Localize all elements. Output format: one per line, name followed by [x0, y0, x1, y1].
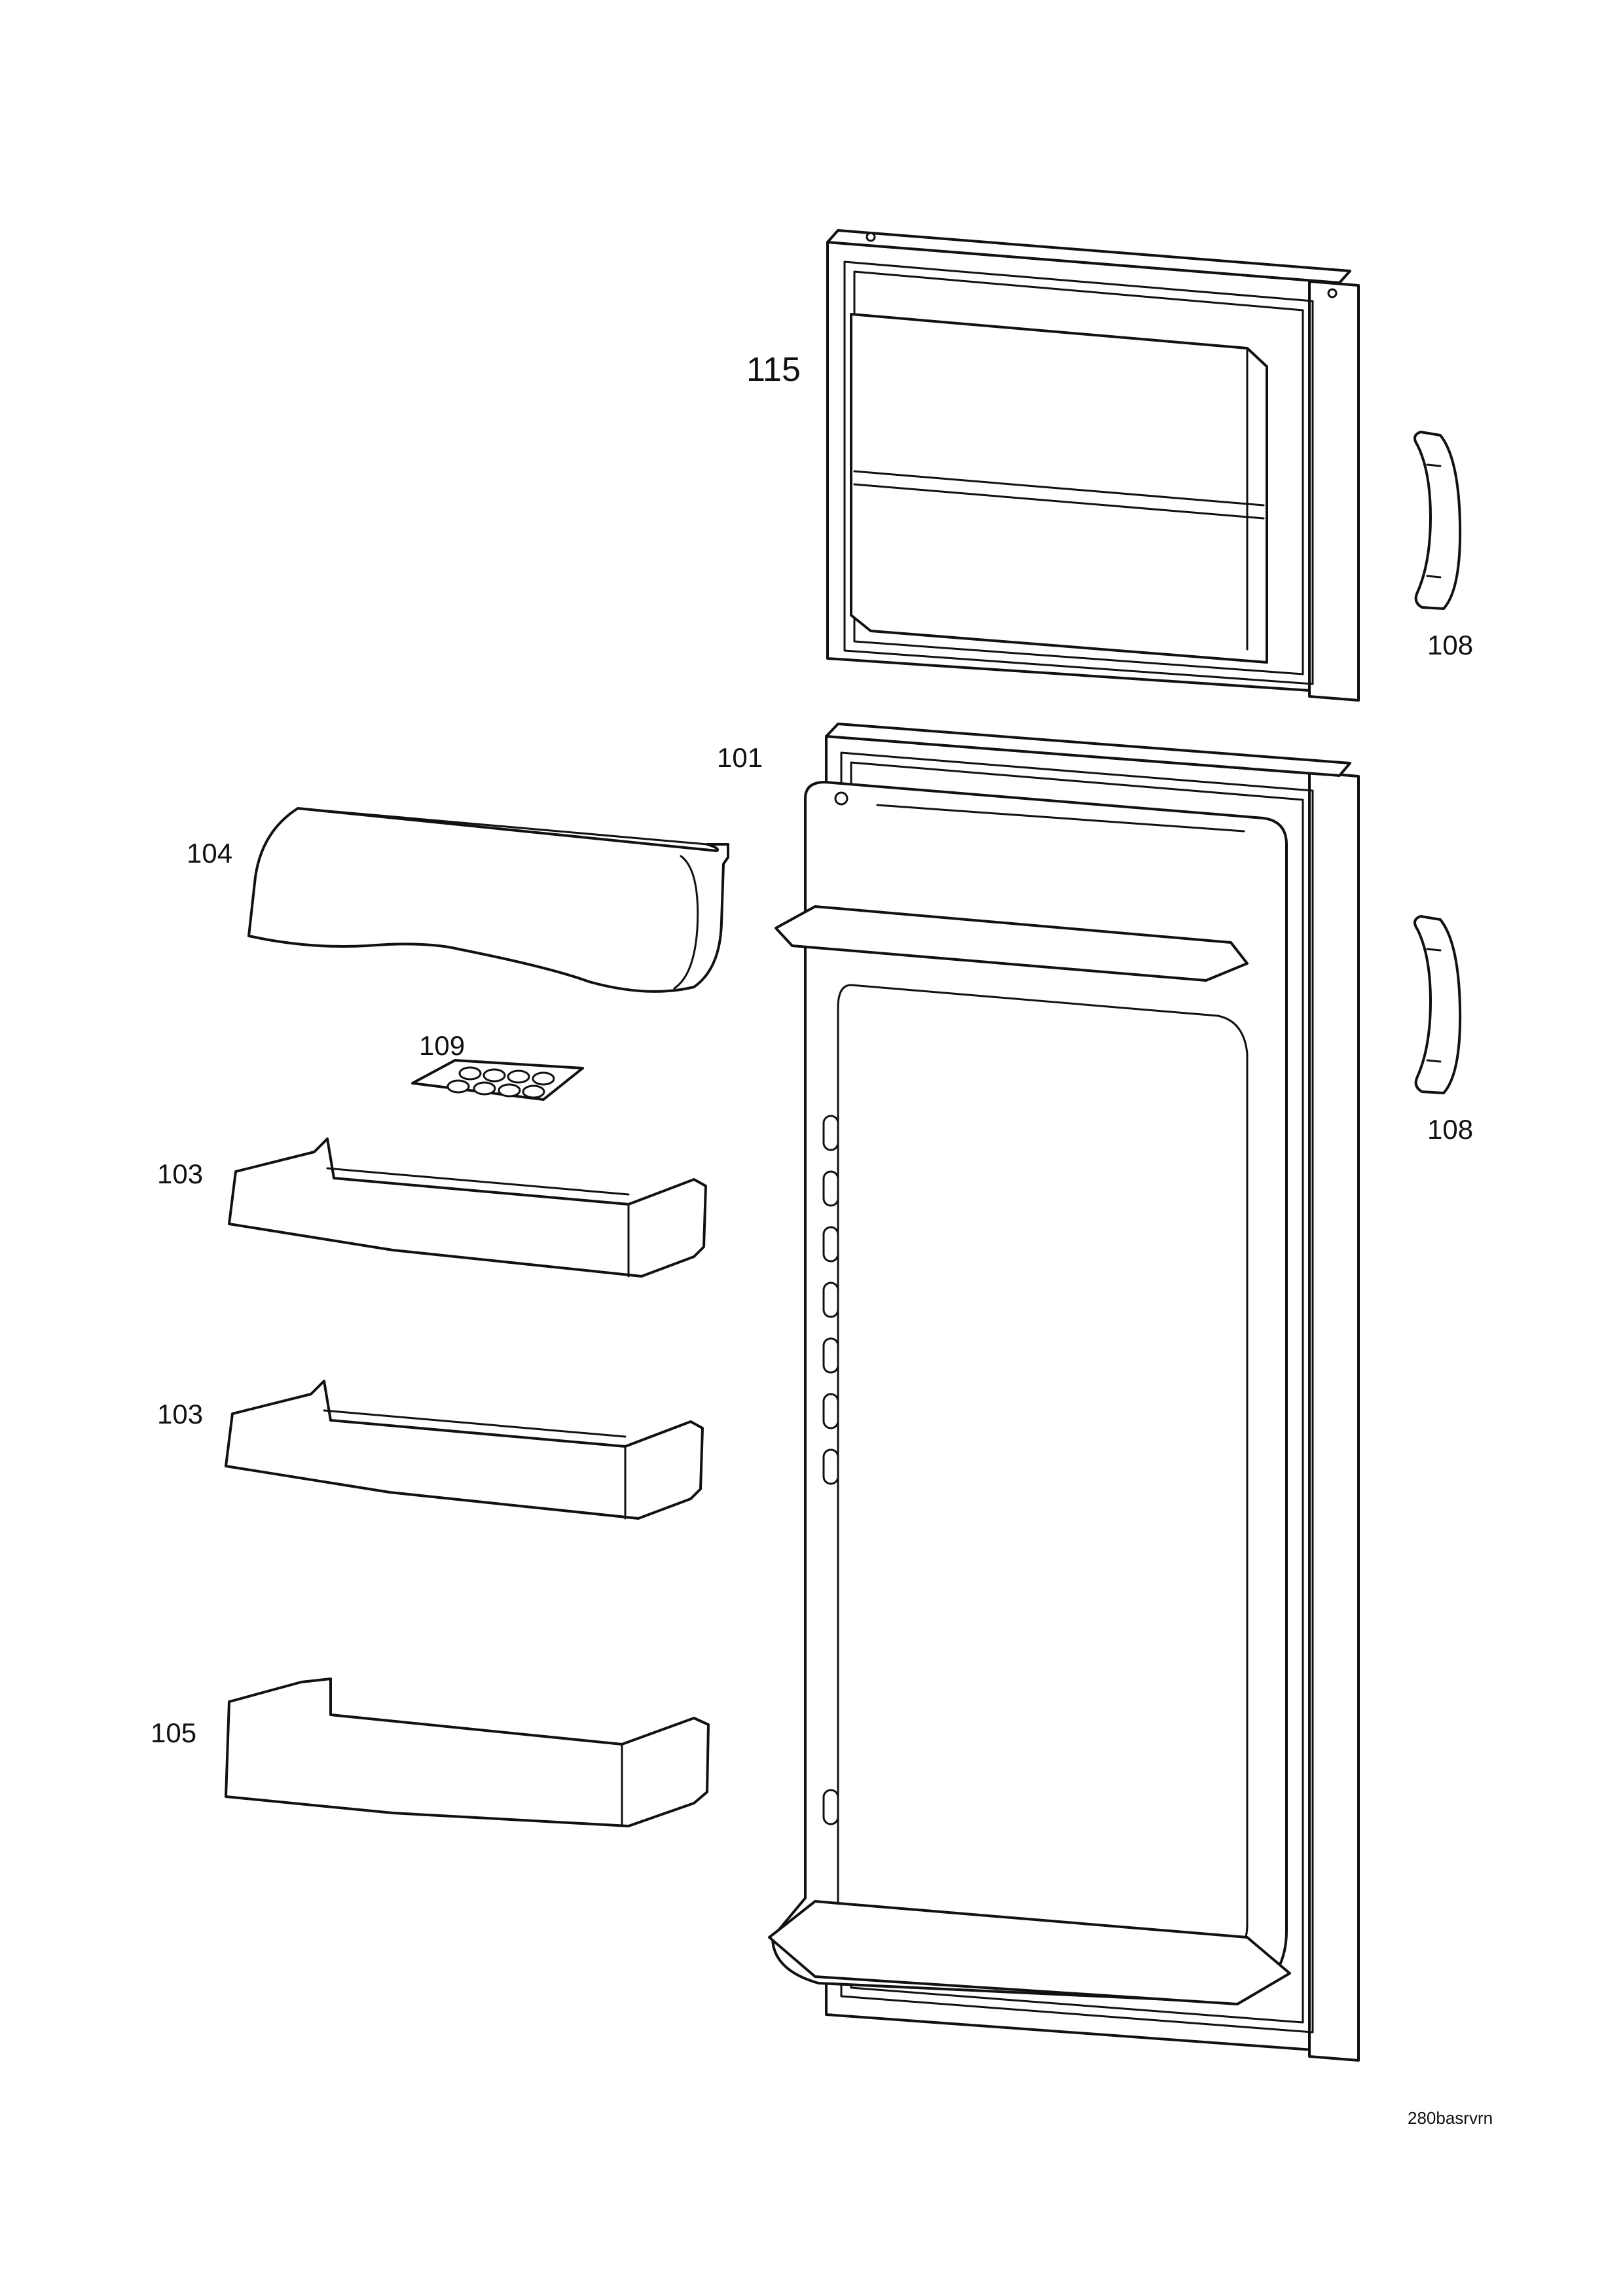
dairy-lid-part	[247, 807, 729, 993]
door-shelf-upper-part	[228, 1138, 707, 1278]
bottle-shelf-part	[225, 1677, 710, 1827]
handle-bottom-part	[1413, 915, 1462, 1094]
egg-tray-part	[411, 1059, 584, 1101]
freezer-door-part	[826, 229, 1360, 702]
label-shelf-middle: 103	[157, 1399, 203, 1429]
label-fridge-door: 101	[717, 742, 763, 773]
label-dairy-lid: 104	[187, 838, 232, 869]
label-egg-tray: 109	[419, 1030, 465, 1061]
label-handle-bottom: 108	[1427, 1114, 1473, 1145]
label-bottle-shelf: 105	[151, 1717, 196, 1748]
door-shelf-middle-part	[225, 1380, 704, 1520]
label-handle-top: 108	[1427, 630, 1473, 660]
label-shelf-upper: 103	[157, 1158, 203, 1189]
handle-top-part	[1413, 431, 1462, 610]
drawing-code: 280basrvrn	[1408, 2108, 1493, 2128]
label-freezer-door: 115	[746, 351, 801, 389]
fridge-door-part	[768, 723, 1360, 2062]
